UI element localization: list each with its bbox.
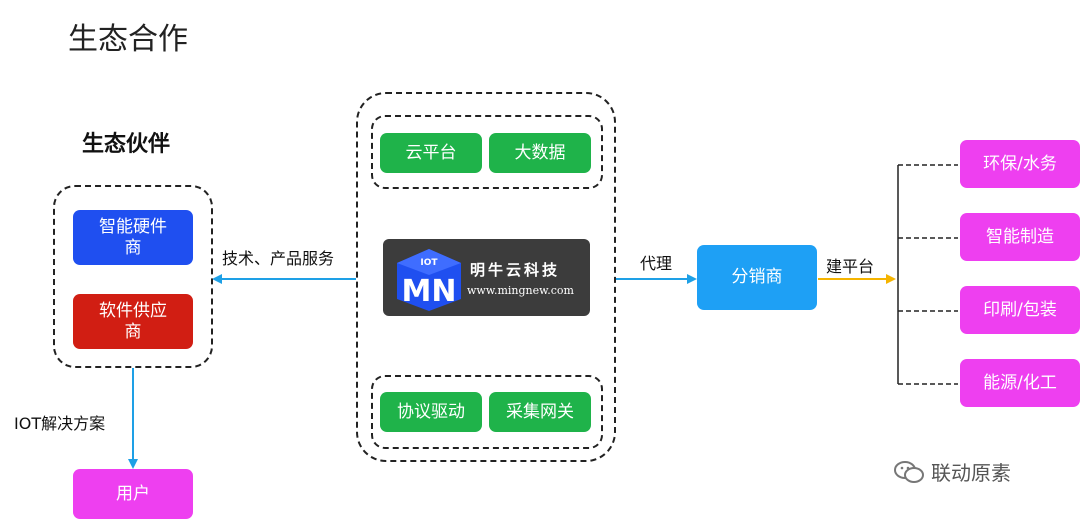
industry-smart-manufacturing: 智能制造 [960,213,1080,261]
partners-group [53,185,213,368]
distributor-box: 分销商 [697,245,817,310]
logo-mark: MN [402,274,457,309]
watermark: 联动原素 [893,457,1011,486]
label-build-platform: 建平台 [826,257,875,276]
industry-energy-chemical: 能源/化工 [960,359,1080,407]
user-box: 用户 [73,469,193,519]
center-group [356,92,616,462]
logo-company-name: 明牛云科技 [470,261,561,279]
software-vendor-box: 软件供应商 [73,294,193,349]
label-agent: 代理 [640,254,673,273]
partners-heading: 生态伙伴 [82,132,171,157]
driver-subgroup [371,375,603,449]
protocol-driver-box: 协议驱动 [380,392,482,432]
platform-subgroup [371,115,603,189]
big-data-box: 大数据 [489,133,591,173]
logo-url: www.mingnew.com [467,284,574,297]
label-tech-service: 技术、产品服务 [222,249,335,268]
logo-mark-small: IOT [420,258,438,268]
watermark-text: 联动原素 [931,461,1011,485]
mn-cube-icon: IOT MN [397,249,461,311]
gateway-box: 采集网关 [489,392,591,432]
page-title: 生态合作 [68,22,188,57]
industry-env-water: 环保/水务 [960,140,1080,188]
cloud-platform-box: 云平台 [380,133,482,173]
label-iot-solution: IOT解决方案 [14,414,106,433]
industry-printing-packaging: 印刷/包装 [960,286,1080,334]
hardware-vendor-box: 智能硬件商 [73,210,193,265]
wechat-icon [894,460,924,483]
